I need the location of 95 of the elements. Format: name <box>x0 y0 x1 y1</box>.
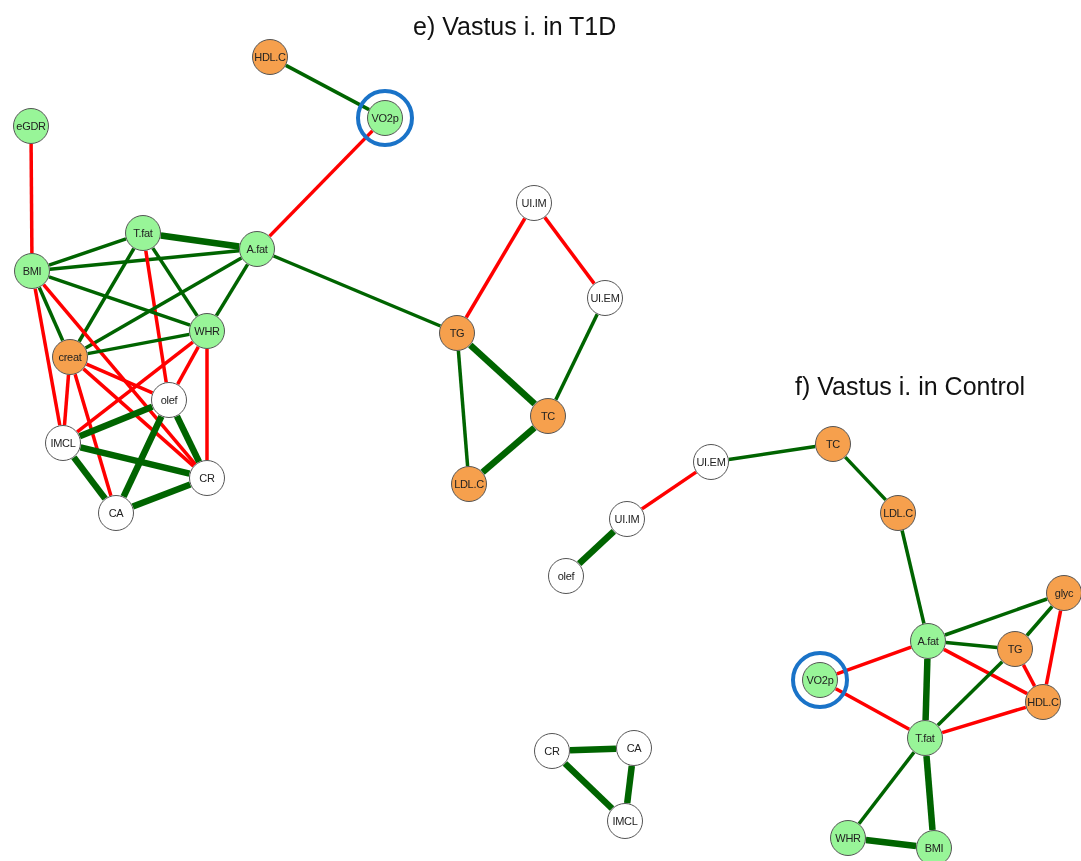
variable-node: HDL.C <box>1025 684 1061 720</box>
correlation-edge <box>944 597 1048 637</box>
highlight-ring <box>791 651 849 709</box>
correlation-edge <box>176 345 200 386</box>
variable-node: T.fat <box>125 215 161 251</box>
correlation-edge <box>844 455 887 502</box>
variable-node: BMI <box>916 830 952 861</box>
correlation-edge <box>49 249 240 271</box>
correlation-edge <box>85 362 154 395</box>
variable-node: TG <box>439 315 475 351</box>
correlation-edge <box>62 374 71 426</box>
correlation-edge <box>857 751 916 825</box>
correlation-edge <box>836 645 912 676</box>
variable-node: A.fat <box>910 623 946 659</box>
correlation-edge <box>285 63 370 112</box>
correlation-edge <box>922 658 931 721</box>
correlation-edge <box>78 403 154 440</box>
correlation-edge <box>214 263 250 317</box>
variable-node: A.fat <box>239 231 275 267</box>
correlation-edge <box>131 481 192 510</box>
correlation-edge <box>623 765 636 804</box>
variable-node: olef <box>151 382 187 418</box>
panel-title: e) Vastus i. in T1D <box>413 12 617 41</box>
variable-node: UI.IM <box>609 501 645 537</box>
correlation-edge <box>120 414 165 499</box>
correlation-edge <box>79 444 191 477</box>
variable-node: creat <box>52 339 88 375</box>
correlation-edge <box>562 761 615 811</box>
correlation-edge <box>1044 610 1063 685</box>
variable-node: VO2p <box>367 100 403 136</box>
variable-node: CR <box>189 460 225 496</box>
correlation-edge <box>543 216 596 285</box>
correlation-edge <box>73 373 113 497</box>
variable-node: CR <box>534 733 570 769</box>
correlation-edge <box>144 250 168 383</box>
correlation-edge <box>76 340 194 434</box>
variable-node: UI.EM <box>693 444 729 480</box>
correlation-edge <box>82 367 195 468</box>
variable-node: HDL.C <box>252 39 288 75</box>
correlation-edge <box>42 283 197 466</box>
correlation-edge <box>923 755 936 831</box>
variable-node: IMCL <box>45 425 81 461</box>
correlation-edge <box>174 414 202 464</box>
variable-node: LDL.C <box>451 466 487 502</box>
correlation-edge <box>554 313 599 401</box>
correlation-edge <box>205 349 209 460</box>
variable-node: TC <box>530 398 566 434</box>
correlation-edge <box>71 455 108 501</box>
variable-node: BMI <box>14 253 50 289</box>
correlation-edge <box>640 470 698 511</box>
correlation-edge <box>728 444 816 462</box>
correlation-edge <box>480 425 537 475</box>
correlation-edge <box>87 332 190 356</box>
correlation-edge <box>577 528 616 567</box>
correlation-edge <box>48 237 127 267</box>
correlation-edge <box>900 530 926 624</box>
correlation-edge <box>33 288 62 426</box>
variable-node: TC <box>815 426 851 462</box>
variable-node: WHR <box>189 313 225 349</box>
variable-node: WHR <box>830 820 866 856</box>
variable-node: eGDR <box>13 108 49 144</box>
correlation-edge <box>945 640 998 650</box>
variable-node: glyc <box>1046 575 1081 611</box>
correlation-edge <box>464 217 527 319</box>
variable-node: T.fat <box>907 720 943 756</box>
correlation-edge <box>1025 605 1054 637</box>
variable-node: LDL.C <box>880 495 916 531</box>
correlation-edge <box>77 247 136 343</box>
correlation-edge <box>468 342 537 407</box>
correlation-edge <box>865 836 917 850</box>
correlation-edge <box>268 129 374 238</box>
correlation-edge <box>941 705 1027 735</box>
correlation-edge <box>1021 664 1037 687</box>
variable-node: olef <box>548 558 584 594</box>
highlight-ring <box>356 89 414 147</box>
correlation-edge <box>456 350 470 467</box>
correlation-edge <box>834 687 911 731</box>
correlation-edge <box>160 232 240 250</box>
panel-title: f) Vastus i. in Control <box>795 372 1026 401</box>
variable-node: VO2p <box>802 662 838 698</box>
correlation-edge <box>936 660 1004 727</box>
correlation-edge <box>151 247 199 317</box>
variable-node: IMCL <box>607 803 643 839</box>
correlation-edge <box>569 745 617 754</box>
correlation-edge <box>272 254 442 328</box>
variable-node: UI.IM <box>516 185 552 221</box>
correlation-edge <box>48 275 191 327</box>
correlation-edge <box>943 647 1028 696</box>
variable-node: TG <box>997 631 1033 667</box>
variable-node: CA <box>616 730 652 766</box>
correlation-edge <box>84 256 243 350</box>
variable-node: UI.EM <box>587 280 623 316</box>
correlation-edge <box>37 286 65 342</box>
correlation-edge <box>29 144 34 253</box>
variable-node: CA <box>98 495 134 531</box>
